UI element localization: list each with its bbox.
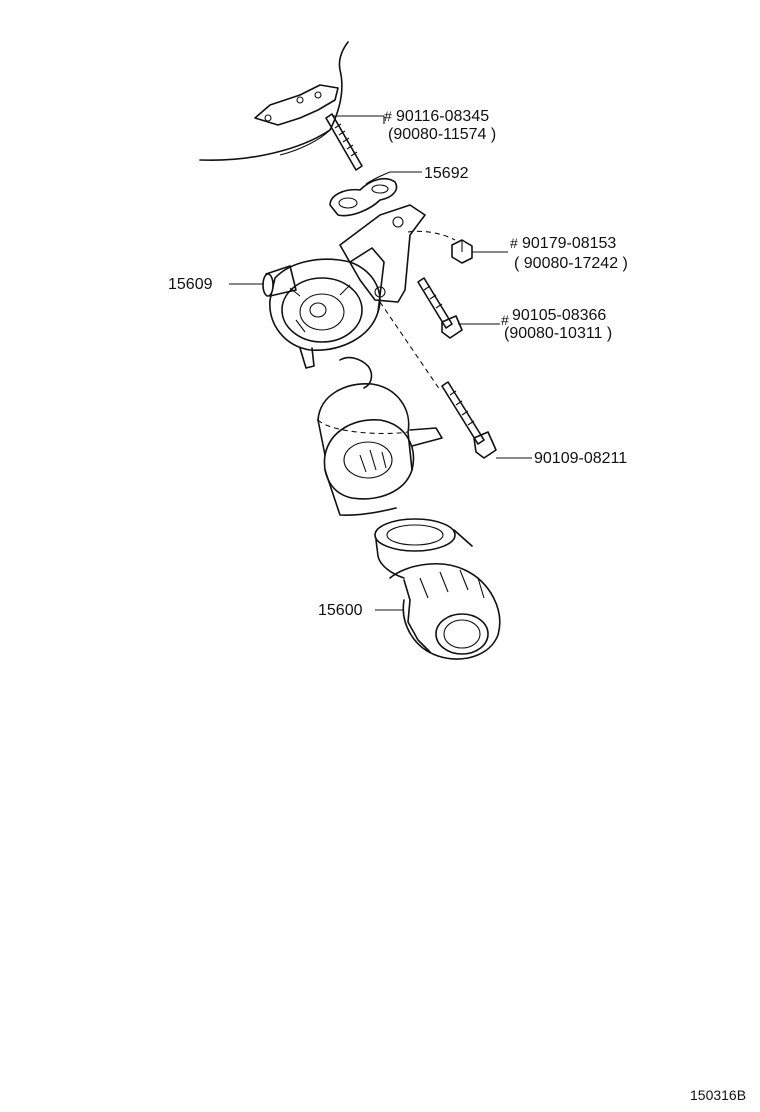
label-stud-part-number: 90116-08345	[396, 108, 489, 125]
gasket-15692	[329, 178, 398, 217]
hash-marker-bolt: #	[501, 312, 509, 328]
oil-cooler-housing	[317, 356, 443, 516]
hash-marker-nut: #	[510, 235, 518, 251]
figure-code: 150316B	[690, 1087, 746, 1103]
label-gasket-part-number: 15692	[424, 165, 469, 182]
label-nut-part-number: 90179-08153	[522, 235, 616, 252]
label-bolt-part-number: 90105-08366	[512, 307, 606, 324]
leader-lines	[229, 115, 532, 611]
stud-90116-08345	[325, 113, 363, 171]
label-filter-part-number: 15600	[318, 602, 363, 619]
label-union-bolt-part-number: 90109-08211	[534, 450, 627, 467]
oil-filter-15600	[374, 518, 501, 660]
nut-90179-08153	[407, 230, 473, 264]
label-nut-alt-part-number: ( 90080-17242 )	[514, 255, 628, 272]
bolt-90105-08366	[417, 277, 463, 339]
engine-block-outline	[199, 41, 349, 162]
union-bolt-90109-08211	[441, 381, 497, 459]
oil-filter-bracket-15609	[262, 204, 426, 369]
label-stud-alt-part-number: (90080-11574 )	[388, 126, 496, 143]
guide-line	[379, 301, 441, 391]
label-bracket-part-number: 15609	[168, 276, 213, 293]
hash-marker-stud: #	[384, 108, 392, 124]
label-bolt-alt-part-number: (90080-10311 )	[504, 325, 612, 342]
